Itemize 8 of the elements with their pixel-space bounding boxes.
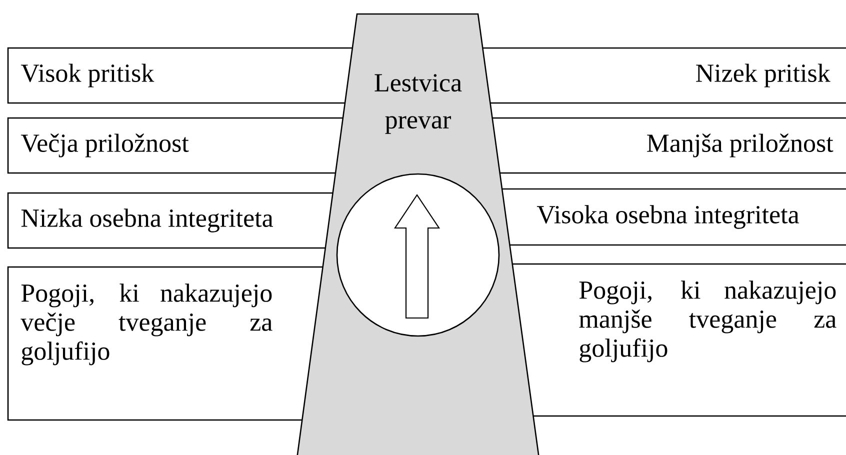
text-box: Manjša priložnost [492,117,846,174]
text-box: Večja priložnost [7,117,343,174]
text-box: Visoka osebna integriteta [502,188,846,246]
text-box: Nizka osebna integriteta [7,192,333,249]
text-box: Nizek pritisk [482,47,846,104]
text-box: Visok pritisk [7,47,352,104]
text-box: Pogoji, ki nakazujejo manjše tveganje za goljufijo [512,263,846,417]
text-box: Pogoji, ki nakazujejo večje tveganje za goljufijo [7,266,323,421]
